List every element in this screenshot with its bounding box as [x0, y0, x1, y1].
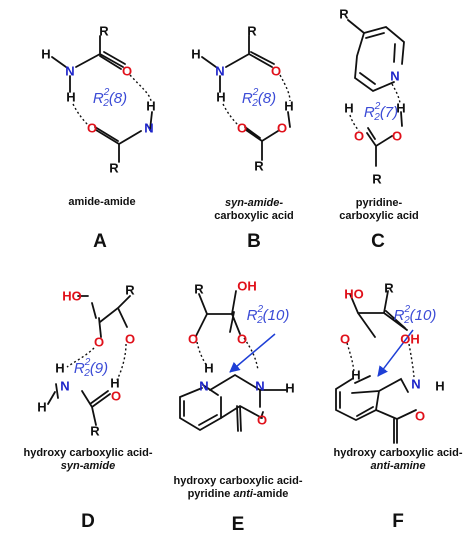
hydroxyl-label: OH [400, 332, 420, 347]
oxygen-label: O [277, 121, 287, 136]
hydrogen-label: H [435, 379, 444, 394]
hydroxyl-label: HO [344, 287, 364, 302]
panel-f-letter: F [392, 511, 404, 532]
nitrogen-label: N [65, 64, 74, 79]
r-group-label: R [99, 24, 109, 39]
r-group-label: R [339, 7, 349, 22]
hydrogen-label: H [37, 400, 46, 415]
oxygen-label: O [111, 389, 121, 404]
r-group-label: R [372, 172, 382, 187]
motif-arrow [377, 329, 414, 377]
hydroxyl-label: OH [237, 279, 257, 294]
oxygen-label: O [237, 121, 247, 136]
panel-a-letter: A [93, 231, 107, 252]
oxygen-label: O [94, 335, 104, 350]
oxygen-label: O [237, 332, 247, 347]
panel-d-letter: D [81, 511, 95, 532]
panel-f-hbonds [346, 342, 415, 378]
panel-f-caption: hydroxy carboxylic acid-anti-amine [334, 447, 463, 472]
hydrogen-label: H [284, 99, 293, 114]
r-group-label: R [125, 283, 135, 298]
oxygen-label: O [340, 332, 350, 347]
r-group-label: R [90, 424, 100, 439]
nitrogen-label: N [144, 121, 153, 136]
nitrogen-label: N [390, 69, 399, 84]
oxygen-label: O [354, 129, 364, 144]
panel-b-letter: B [247, 231, 261, 252]
r-group-label: R [247, 24, 257, 39]
panel-e-letter: E [232, 514, 245, 535]
hydrogen-label: H [344, 101, 353, 116]
nitrogen-label: N [199, 379, 208, 394]
panel-c-caption: pyridine-carboxylic acid [339, 197, 419, 222]
oxygen-label: O [122, 64, 132, 79]
panel-a-caption: amide-amide [68, 196, 135, 208]
oxygen-label: O [125, 332, 135, 347]
hydrogen-label: H [146, 99, 155, 114]
panel-d-bonds [47, 295, 131, 426]
nitrogen-label: N [60, 379, 69, 394]
hydrogen-label: H [216, 90, 225, 105]
hydrogen-label: H [285, 381, 294, 396]
panel-c-hbonds [349, 83, 401, 132]
panel-b-hbonds [222, 74, 291, 127]
hydroxyl-label: HO [62, 289, 82, 304]
panel-a-bonds [51, 35, 153, 163]
panel-b-bonds [201, 35, 291, 161]
nitrogen-label: N [255, 379, 264, 394]
nitrogen-label: N [411, 377, 420, 392]
hydrogen-label: H [191, 47, 200, 62]
hydrogen-label: H [396, 101, 405, 116]
panel-c-bonds [347, 19, 405, 167]
panel-e-hbonds [196, 337, 259, 371]
oxygen-label: O [188, 332, 198, 347]
r-group-label: R [254, 159, 264, 174]
r-group-label: R [194, 282, 204, 297]
oxygen-label: O [87, 121, 97, 136]
hydrogen-label: H [351, 368, 360, 383]
hydrogen-label: H [204, 361, 213, 376]
hydrogen-label: H [66, 90, 75, 105]
motif-arrow [229, 333, 276, 373]
r-group-label: R [109, 161, 119, 176]
panel-e-bonds [179, 290, 287, 432]
oxygen-label: O [415, 409, 425, 424]
panel-a-hbonds [72, 74, 152, 127]
panel-c-letter: C [371, 231, 385, 252]
panel-e-caption: hydroxy carboxylic acid-pyridine anti-am… [174, 475, 303, 500]
r-group-label: R [384, 281, 394, 296]
oxygen-label: O [392, 129, 402, 144]
oxygen-label: O [271, 64, 281, 79]
hydrogen-label: H [110, 376, 119, 391]
hydrogen-label: H [41, 47, 50, 62]
panel-d-caption: hydroxy carboxylic acid-syn-amide [24, 447, 153, 472]
oxygen-label: O [257, 413, 267, 428]
nitrogen-label: N [215, 64, 224, 79]
panel-b-caption: syn-amide-carboxylic acid [214, 197, 294, 222]
hydrogen-label: H [55, 361, 64, 376]
panel-d-hbonds [66, 343, 127, 381]
panel-f-bonds [335, 290, 417, 444]
